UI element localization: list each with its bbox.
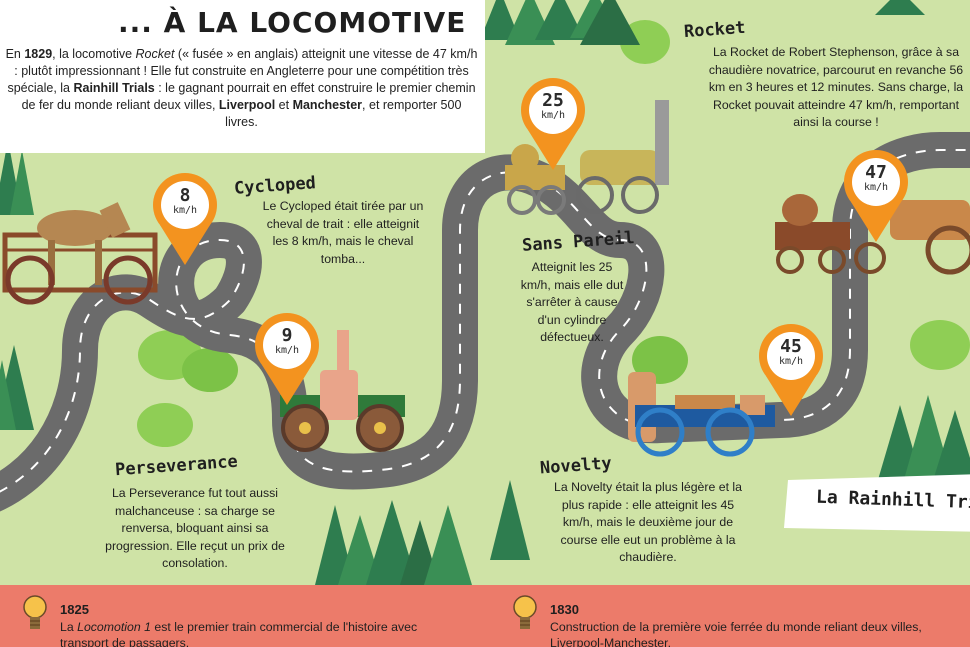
novelty-text: La Novelty était la plus légère et la pl… (554, 480, 742, 564)
rocket-illustration (775, 194, 970, 275)
cycloped-illustration (2, 202, 158, 305)
page-title: ... À LA LOCOMOTIVE (118, 6, 467, 39)
timeline-year-1830: 1830 (550, 602, 579, 617)
bushes (137, 320, 970, 447)
tree-cluster-bottom (315, 395, 970, 585)
rainhill-banner (784, 474, 970, 532)
novelty-illustration (628, 372, 775, 457)
timeline-year-1825: 1825 (60, 602, 89, 617)
rocket-text: La Rocket de Robert Stephenson, grâce à … (708, 45, 964, 129)
race-road (0, 132, 970, 512)
tree-cluster-top (480, 0, 925, 64)
tree-cluster-left (0, 140, 34, 430)
rocket-title: Rocket (683, 17, 747, 43)
cycloped-text: Le Cycloped était tirée par un cheval de… (262, 199, 424, 266)
perseverance-illustration (280, 330, 405, 452)
timeline-text-1830: Construction de la première voie ferrée … (550, 620, 922, 647)
lightbulb-icon (513, 595, 537, 629)
speed-pin-8 (153, 173, 217, 265)
intro-box: ... À LA LOCOMOTIVE En 1829, la locomoti… (0, 0, 485, 153)
timeline-bar: 1825 La Locomotion 1 est le premier trai… (0, 585, 970, 647)
speed-pin-25 (521, 78, 585, 170)
sanspareil-text: Atteignit les 25 km/h, mais elle dut s'a… (520, 260, 624, 344)
sanspareil-illustration (505, 100, 669, 215)
lightbulb-icon (23, 595, 47, 629)
timeline-text-1825: La Locomotion 1 est le premier train com… (60, 620, 418, 647)
intro-paragraph: En 1829, la locomotive Rocket (« fusée »… (5, 47, 478, 129)
speed-pin-47 (844, 150, 908, 242)
speed-pin-9 (255, 313, 319, 405)
perseverance-text: La Perseverance fut tout aussi malchance… (105, 486, 285, 570)
speed-pin-45 (759, 324, 823, 416)
